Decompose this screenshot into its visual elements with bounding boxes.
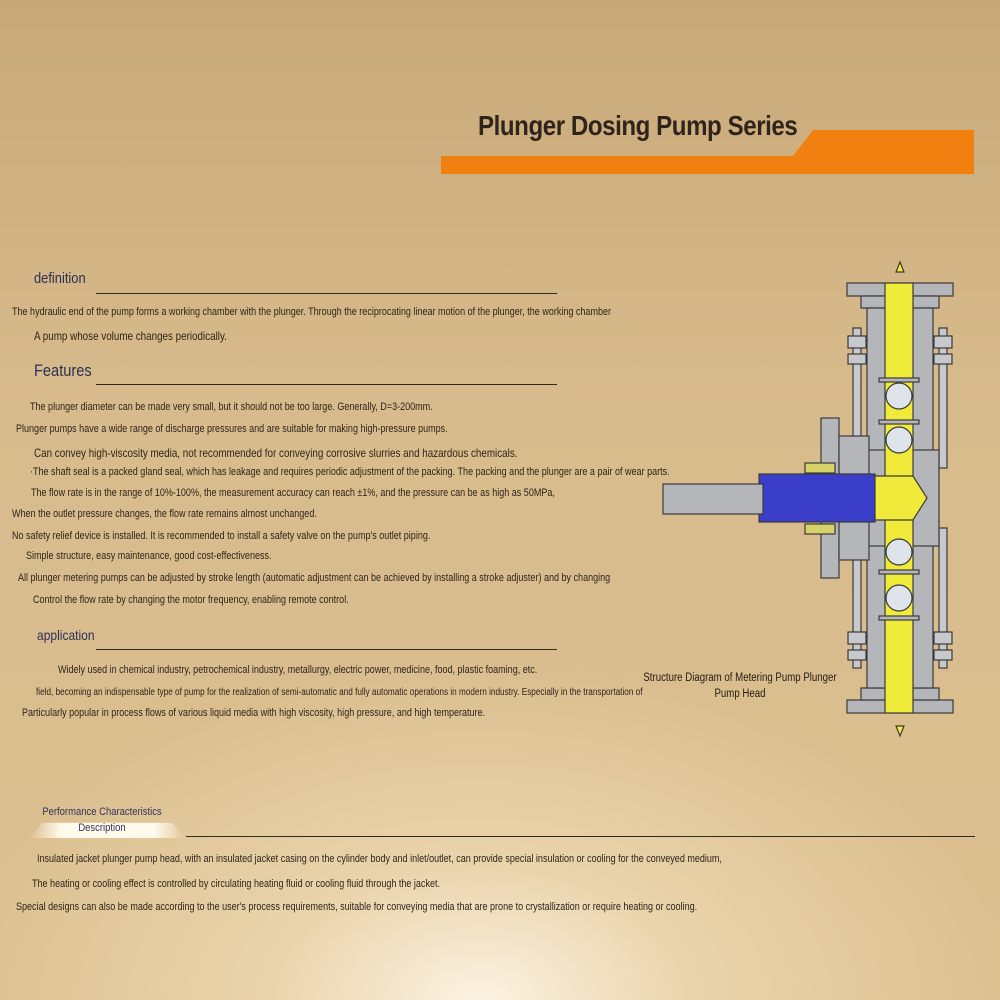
pump-head-structure-diagram	[662, 260, 954, 738]
diagram-caption-line-1: Structure Diagram of Metering Pump Plung…	[643, 672, 837, 684]
definition-rule	[96, 293, 557, 294]
application-line-3: Particularly popular in process flows of…	[22, 707, 486, 719]
performance-line-2: The heating or cooling effect is control…	[32, 878, 440, 890]
application-heading: application	[37, 627, 95, 643]
definition-line-1: The hydraulic end of the pump forms a wo…	[12, 306, 611, 318]
feature-line-8: Simple structure, easy maintenance, good…	[26, 550, 272, 562]
performance-label-highlight	[30, 822, 185, 838]
plunger	[758, 473, 876, 523]
application-line-2: field, becoming an indispensable type of…	[36, 687, 643, 698]
diagram-caption-line-2: Pump Head	[714, 688, 766, 700]
feature-line-3: Can convey high-viscosity media, not rec…	[34, 446, 518, 460]
valve-ball	[885, 426, 913, 454]
feature-line-2: Plunger pumps have a wide range of disch…	[16, 423, 448, 435]
definition-line-2: A pump whose volume changes periodically…	[34, 329, 227, 343]
features-heading: Features	[34, 361, 92, 380]
feature-line-4: ·The shaft seal is a packed gland seal, …	[30, 466, 670, 478]
performance-line-1: Insulated jacket plunger pump head, with…	[37, 853, 722, 865]
feature-line-5: The flow rate is in the range of 10%-100…	[31, 487, 555, 499]
feature-line-9: All plunger metering pumps can be adjust…	[18, 572, 611, 584]
application-line-1: Widely used in chemical industry, petroc…	[58, 664, 538, 676]
performance-rule	[186, 836, 975, 837]
feature-line-10: Control the flow rate by changing the mo…	[33, 594, 349, 606]
feature-line-6: When the outlet pressure changes, the fl…	[12, 508, 317, 520]
features-rule	[96, 384, 557, 385]
valve-ball	[885, 538, 913, 566]
performance-line-3: Special designs can also be made accordi…	[16, 901, 698, 913]
title-accent-bar	[441, 130, 974, 174]
plunger-rod	[662, 483, 764, 515]
valve-ball	[885, 382, 913, 410]
performance-label-line-2: Description	[78, 822, 126, 834]
page-title: Plunger Dosing Pump Series	[478, 110, 798, 141]
application-rule	[96, 649, 557, 650]
feature-line-7: No safety relief device is installed. It…	[12, 530, 431, 542]
feature-line-1: The plunger diameter can be made very sm…	[30, 401, 433, 413]
valve-ball	[885, 584, 913, 612]
definition-heading: definition	[34, 270, 86, 287]
performance-label-line-1: Performance Characteristics	[42, 806, 162, 818]
